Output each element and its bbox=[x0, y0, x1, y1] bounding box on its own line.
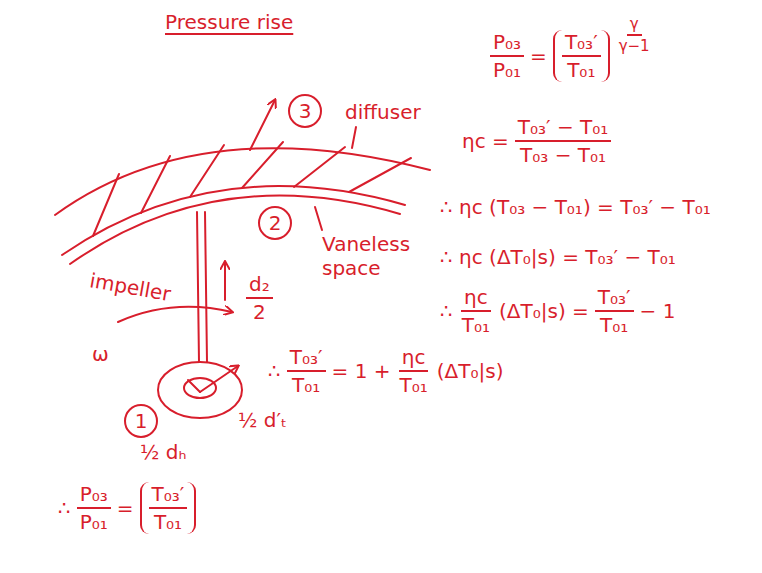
hub-radius-line bbox=[188, 380, 200, 392]
equation-term: = bbox=[530, 44, 547, 68]
dimension-label: ½ d′ₜ bbox=[238, 408, 287, 432]
fraction: ηcT₀₁ bbox=[397, 345, 431, 397]
diffuser-outer-wall bbox=[55, 148, 430, 215]
equation-term: = 1 + bbox=[332, 359, 391, 383]
equation-term: γ−1 bbox=[616, 36, 653, 55]
equation-term: T₀₃′ bbox=[562, 30, 601, 57]
equation-term: P₀₁ bbox=[77, 509, 111, 534]
equation-term: ∴ ηc (T₀₃ − T₀₁) = T₀₃′ − T₀₁ bbox=[440, 195, 711, 219]
vaneless-leader bbox=[315, 207, 322, 230]
part-label: diffuser bbox=[345, 100, 421, 124]
equation-term: T₀₃′ bbox=[149, 482, 188, 509]
equation-term: ∴ ηc (ΔT₀|s) = T₀₃′ − T₀₁ bbox=[440, 245, 676, 269]
equation: ∴ ηc (ΔT₀|s) = T₀₃′ − T₀₁ bbox=[440, 245, 676, 269]
equation-term: − 1 bbox=[640, 299, 676, 323]
equation-term: T₀₁ bbox=[459, 312, 493, 337]
equation-term: 2 bbox=[250, 299, 269, 324]
parenthesis-group: T₀₃′T₀₁ bbox=[553, 30, 610, 82]
rotation-symbol: ω bbox=[92, 342, 109, 366]
left-parenthesis bbox=[553, 30, 562, 82]
equation-term: T₀₃′ bbox=[287, 345, 326, 372]
equation-term: T₀₃ − T₀₁ bbox=[517, 142, 609, 167]
fraction: ηcT₀₁ bbox=[459, 285, 493, 337]
fraction: γγ−1 bbox=[616, 15, 653, 55]
diffuser-vane bbox=[294, 147, 345, 187]
equation-term: ηc bbox=[399, 345, 429, 372]
impeller-hub bbox=[184, 378, 216, 398]
equation-term: γ bbox=[627, 15, 642, 36]
right-parenthesis bbox=[601, 30, 610, 82]
equation: ∴ ηc (T₀₃ − T₀₁) = T₀₃′ − T₀₁ bbox=[440, 195, 711, 219]
radial-flow-arrow bbox=[224, 262, 226, 300]
equation-term: T₀₁ bbox=[289, 372, 323, 397]
fraction: T₀₃′T₀₁ bbox=[595, 285, 634, 337]
heading: Pressure rise bbox=[165, 10, 293, 34]
equation-term: ∴ bbox=[440, 299, 453, 323]
left-parenthesis bbox=[140, 482, 149, 534]
equation: P₀₃P₀₁=T₀₃′T₀₁γγ−1 bbox=[490, 30, 653, 82]
equation-term: T₀₁ bbox=[397, 372, 431, 397]
equation-term: d₂ bbox=[246, 272, 273, 299]
fraction: T₀₃′T₀₁ bbox=[562, 30, 601, 82]
callout-circle: 3 bbox=[288, 94, 322, 128]
dimension-label: ½ dₕ bbox=[140, 440, 187, 464]
equation-term: ∴ bbox=[58, 496, 71, 520]
diffuser-vane bbox=[349, 158, 411, 192]
fraction: T₀₃′T₀₁ bbox=[287, 345, 326, 397]
impeller-eye bbox=[158, 362, 242, 418]
equation: ∴P₀₃P₀₁= T₀₃′T₀₁ bbox=[58, 482, 196, 534]
equation: ∴T₀₃′T₀₁= 1 +ηcT₀₁(ΔT₀|s) bbox=[268, 345, 503, 397]
equation: ηc =T₀₃′ − T₀₁T₀₃ − T₀₁ bbox=[462, 115, 611, 167]
equation-term: T₀₁ bbox=[564, 57, 598, 82]
callout-number: 2 bbox=[269, 211, 282, 235]
exponent: γγ−1 bbox=[616, 14, 653, 55]
equation-term: P₀₃ bbox=[77, 482, 111, 509]
callout-number: 3 bbox=[299, 99, 312, 123]
callout-circle: 1 bbox=[124, 404, 158, 438]
diffuser-leader bbox=[352, 127, 356, 148]
right-parenthesis bbox=[187, 482, 196, 534]
equation-term: (ΔT₀|s) = bbox=[499, 299, 589, 323]
fraction: P₀₃P₀₁ bbox=[490, 30, 524, 82]
diffuser-vane bbox=[141, 156, 170, 213]
rotation-arrow bbox=[118, 307, 232, 322]
equation-term: ∴ bbox=[268, 359, 281, 383]
equation-term: T₀₃′ bbox=[595, 285, 634, 312]
equation-term: = bbox=[117, 496, 134, 520]
impeller-blade bbox=[197, 212, 199, 362]
equation-term: T₀₁ bbox=[151, 509, 185, 534]
equation-term: P₀₃ bbox=[490, 30, 524, 57]
callout-circle: 2 bbox=[258, 206, 292, 240]
part-label: impeller bbox=[88, 268, 173, 306]
equation: ∴ηcT₀₁(ΔT₀|s) =T₀₃′T₀₁− 1 bbox=[440, 285, 675, 337]
diffuser-vane bbox=[190, 145, 224, 197]
equation: d₂2 bbox=[246, 272, 273, 324]
fraction: d₂2 bbox=[246, 272, 273, 324]
callout-number: 1 bbox=[135, 409, 148, 433]
fraction: T₀₃′T₀₁ bbox=[149, 482, 188, 534]
tip-radius-line bbox=[200, 366, 238, 392]
equation-term: P₀₁ bbox=[490, 57, 524, 82]
fraction: P₀₃P₀₁ bbox=[77, 482, 111, 534]
fraction: T₀₃′ − T₀₁T₀₃ − T₀₁ bbox=[515, 115, 612, 167]
diffuser-vane bbox=[93, 174, 119, 236]
diffuser-vane bbox=[242, 142, 283, 188]
part-label: Vaneless space bbox=[322, 232, 422, 280]
equation-term: ηc = bbox=[462, 129, 509, 153]
parenthesis-group: T₀₃′T₀₁ bbox=[140, 482, 197, 534]
equation-term: (ΔT₀|s) bbox=[437, 359, 504, 383]
impeller-blade bbox=[205, 212, 207, 362]
equation-term: ηc bbox=[461, 285, 491, 312]
exit-flow-arrow bbox=[250, 100, 275, 150]
equation-term: T₀₁ bbox=[597, 312, 631, 337]
equation-term: T₀₃′ − T₀₁ bbox=[515, 115, 612, 142]
